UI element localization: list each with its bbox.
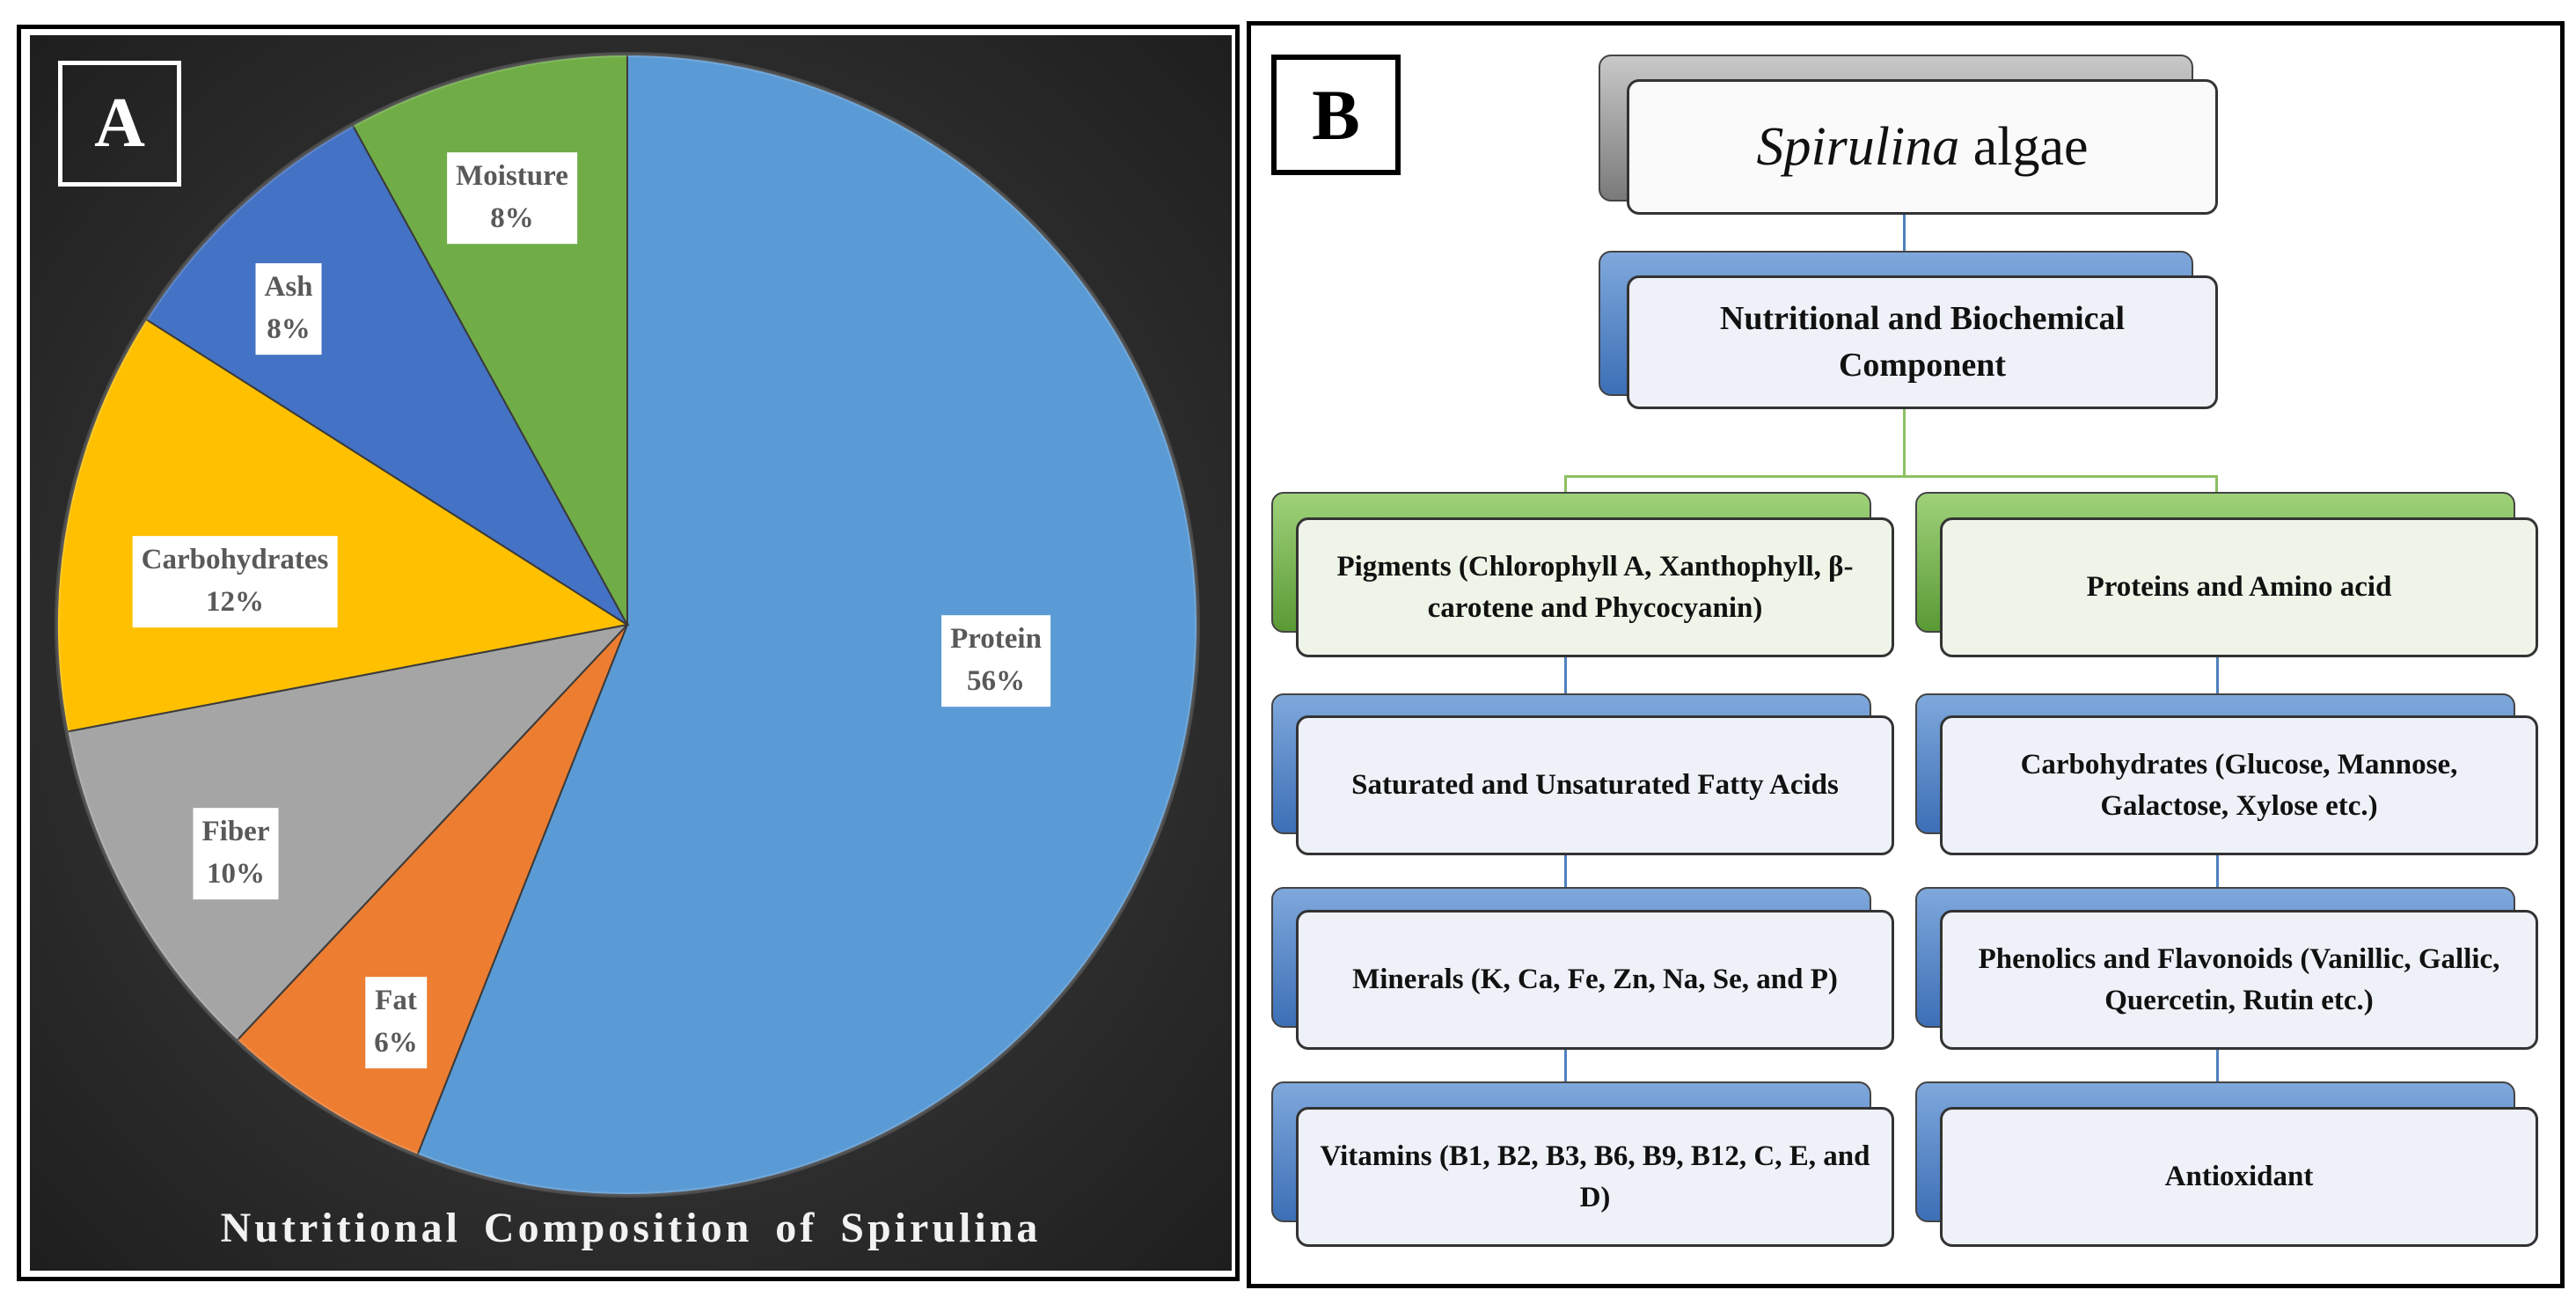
panel-b xyxy=(1247,21,2565,1288)
data-label-value: 10% xyxy=(206,858,265,890)
pie-rim xyxy=(55,52,1200,1198)
connector xyxy=(2216,657,2219,693)
node-text: Antioxidant xyxy=(2164,1161,2314,1193)
connector xyxy=(2216,1050,2219,1081)
node-text: Saturated and Unsaturated Fatty Acids xyxy=(1351,769,1839,802)
left-node-2: Minerals (K, Ca, Fe, Zn, Na, Se, and P) xyxy=(1296,910,1894,1050)
connector xyxy=(1564,475,2217,478)
pie-slice-fiber xyxy=(66,623,630,1042)
node-text: Phenolics and Flavonoids (Vanillic, Gall… xyxy=(1978,943,2500,1016)
connector xyxy=(1564,657,1567,693)
pie-chart xyxy=(55,52,1200,1198)
data-label-value: 8% xyxy=(490,202,534,234)
level1-text: Nutritional and Biochemical Component xyxy=(1719,299,2126,384)
data-label-carbohydrates: Carbohydrates 12% xyxy=(132,536,338,627)
right-node-3: Antioxidant xyxy=(1940,1107,2538,1247)
connector xyxy=(1564,855,1567,887)
data-label-value: 12% xyxy=(205,586,264,618)
right-node-2: Phenolics and Flavonoids (Vanillic, Gall… xyxy=(1940,910,2538,1050)
connector xyxy=(1564,1050,1567,1081)
connector xyxy=(2215,475,2218,493)
data-label-category: Carbohydrates xyxy=(141,544,329,576)
connector xyxy=(2216,855,2219,887)
node-text: Proteins and Amino acid xyxy=(2086,571,2392,604)
data-label-category: Moisture xyxy=(456,160,568,193)
data-label-value: 8% xyxy=(267,313,311,345)
right-node-1: Carbohydrates (Glucose, Mannose, Galacto… xyxy=(1940,715,2538,855)
data-label-category: Fiber xyxy=(201,816,270,848)
root-rest: algae xyxy=(1959,116,2089,177)
pie-slice-ash xyxy=(144,123,628,626)
right-node-0: Proteins and Amino acid xyxy=(1940,517,2538,657)
data-label-category: Protein xyxy=(950,623,1042,656)
data-label-category: Ash xyxy=(264,271,313,304)
left-node-0: Pigments (Chlorophyll A, Xanthophyll, β-… xyxy=(1296,517,1894,657)
data-label-ash: Ash 8% xyxy=(255,263,322,355)
node-text: Vitamins (B1, B2, B3, B6, B9, B12, C, E,… xyxy=(1320,1140,1870,1213)
root-italic: Spirulina xyxy=(1756,116,1960,177)
data-label-moisture: Moisture 8% xyxy=(447,152,577,244)
pie-slice-fat xyxy=(235,624,628,1156)
left-node-3: Vitamins (B1, B2, B3, B6, B9, B12, C, E,… xyxy=(1296,1107,1894,1247)
data-label-value: 56% xyxy=(967,665,1025,697)
node-text: Minerals (K, Ca, Fe, Zn, Na, Se, and P) xyxy=(1352,964,1838,996)
data-label-category: Fat xyxy=(375,985,417,1017)
root-node: Spirulina algae xyxy=(1627,79,2218,215)
data-label-protein: Protein 56% xyxy=(941,615,1050,707)
panel-a-label: A xyxy=(58,61,181,187)
connector xyxy=(1564,475,1567,493)
left-node-1: Saturated and Unsaturated Fatty Acids xyxy=(1296,715,1894,855)
connector xyxy=(1903,215,1906,276)
pie-slice-carbohydrates xyxy=(56,318,630,733)
chart-title: Nutritional Composition of Spirulina xyxy=(220,1205,1042,1251)
node-text: Carbohydrates (Glucose, Mannose, Galacto… xyxy=(2020,749,2458,822)
data-label-value: 6% xyxy=(374,1027,418,1059)
pie-slice-protein xyxy=(416,53,1198,1196)
data-label-fat: Fat 6% xyxy=(365,977,427,1068)
level1-node: Nutritional and Biochemical Component xyxy=(1627,275,2218,409)
data-label-fiber: Fiber 10% xyxy=(193,808,279,899)
node-text: Pigments (Chlorophyll A, Xanthophyll, β-… xyxy=(1336,551,1854,624)
connector xyxy=(1903,409,1906,477)
panel-b-label: B xyxy=(1271,55,1401,175)
